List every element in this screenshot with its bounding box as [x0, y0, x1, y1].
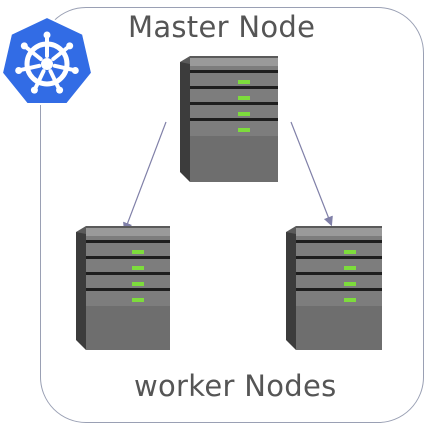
- master-node-title: Master Node: [128, 10, 316, 44]
- worker-nodes-title: worker Nodes: [134, 369, 337, 403]
- arrow-master-to-left-worker: [123, 121, 167, 233]
- left-worker-server-icon: [76, 226, 170, 350]
- kubernetes-helm-icon: [0, 15, 94, 105]
- master-server-icon: [180, 56, 278, 182]
- arrow-master-to-right-worker: [290, 121, 333, 227]
- right-worker-server-icon: [286, 226, 382, 350]
